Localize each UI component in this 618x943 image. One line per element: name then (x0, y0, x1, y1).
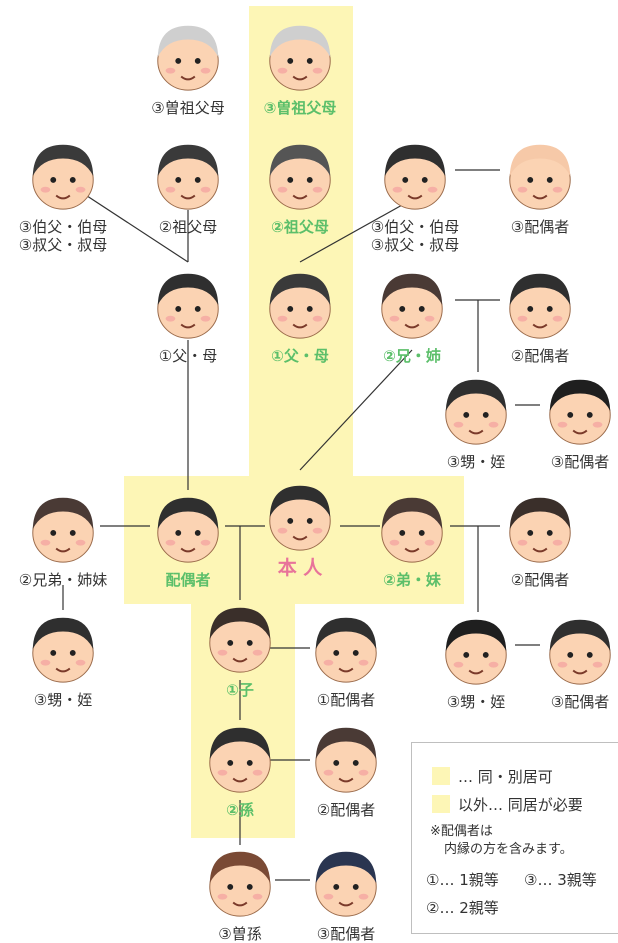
person-label: ③配偶者 (510, 218, 570, 236)
person-label: 配偶者 (165, 571, 211, 589)
person-face-icon (501, 490, 579, 568)
person-label: ①子 (226, 681, 254, 699)
node-great-grandparents-side: ③曽祖父母 (143, 18, 233, 117)
person-label: ③曽祖父母 (151, 99, 225, 117)
person-face-icon (261, 137, 339, 215)
legend-note-line1: ※配偶者は (430, 824, 493, 839)
person-label: ③甥・姪 (33, 691, 93, 709)
node-older-sibling-spouse: ②配偶者 (495, 266, 585, 365)
person-label: ②孫 (226, 801, 254, 819)
node-grandparents-side: ②祖父母 (143, 137, 233, 236)
person-label: ②祖父母 (158, 218, 218, 236)
legend-item-cohabitation-required: 以外… 同居が必要 (458, 796, 583, 814)
person-label: ①配偶者 (316, 691, 376, 709)
person-label: ①父・母 (271, 347, 329, 365)
legend-degree-1: ①… 1親等 (426, 871, 499, 889)
person-face-icon (501, 137, 579, 215)
legend-swatch-2 (432, 795, 450, 813)
person-label: ②祖父母 (271, 218, 329, 236)
node-grandparents-main: ②祖父母 (255, 137, 345, 236)
person-label: ②配偶者 (510, 571, 570, 589)
person-face-icon (437, 612, 515, 690)
node-self: 本 人 (255, 478, 345, 579)
person-face-icon (149, 490, 227, 568)
node-uncle-aunt-right-spouse: ③配偶者 (495, 137, 585, 236)
person-face-icon (307, 610, 385, 688)
legend-item-same-or-separate: … 同・別居可 (458, 768, 553, 786)
node-spouse-sibling: ②兄弟・姉妹 (18, 490, 108, 589)
node-niece-nephew-lower: ③甥・姪 (431, 612, 521, 711)
node-great-grandparents-main: ③曽祖父母 (255, 18, 345, 117)
legend-box: … 同・別居可 以外… 同居が必要 ※配偶者は 内縁の方を含みます。 ①… 1親… (411, 742, 618, 934)
person-face-icon (201, 720, 279, 798)
person-face-icon (261, 478, 339, 556)
person-face-icon (149, 266, 227, 344)
legend-note-line2: 内縁の方を含みます。 (444, 842, 573, 857)
node-great-grandchild-spouse: ③配偶者 (301, 844, 391, 943)
person-face-icon (201, 600, 279, 678)
node-parents-main: ①父・母 (255, 266, 345, 365)
person-face-icon (373, 266, 451, 344)
person-label: 本 人 (277, 557, 323, 579)
person-face-icon (149, 137, 227, 215)
node-child: ①子 (195, 600, 285, 699)
person-face-icon (261, 18, 339, 96)
person-label: ②配偶者 (316, 801, 376, 819)
person-label: ①父・母 (158, 347, 218, 365)
node-niece-nephew-upper-spouse: ③配偶者 (535, 372, 618, 471)
person-face-icon (373, 490, 451, 568)
person-face-icon (376, 137, 454, 215)
node-grandchild: ②孫 (195, 720, 285, 819)
person-label: ③甥・姪 (446, 453, 506, 471)
node-younger-sibling-spouse: ②配偶者 (495, 490, 585, 589)
node-younger-sibling: ②弟・妹 (367, 490, 457, 589)
node-spouse: 配偶者 (143, 490, 233, 589)
node-older-sibling: ②兄・姉 (367, 266, 457, 365)
person-label: ②配偶者 (510, 347, 570, 365)
node-niece-nephew-upper: ③甥・姪 (431, 372, 521, 471)
person-face-icon (437, 372, 515, 450)
node-great-grandchild: ③曽孫 (195, 844, 285, 943)
node-niece-nephew-lower-spouse: ③配偶者 (535, 612, 618, 711)
person-face-icon (24, 610, 102, 688)
legend-degree-3: ③… 3親等 (524, 871, 597, 889)
legend-degree-2: ②… 2親等 (426, 899, 499, 917)
node-grandchild-spouse: ②配偶者 (301, 720, 391, 819)
person-face-icon (541, 612, 618, 690)
person-face-icon (201, 844, 279, 922)
person-face-icon (149, 18, 227, 96)
person-label: ②兄・姉 (383, 347, 441, 365)
person-face-icon (24, 490, 102, 568)
person-face-icon (24, 137, 102, 215)
person-label: ③甥・姪 (446, 693, 506, 711)
person-face-icon (307, 844, 385, 922)
person-label: ②弟・妹 (383, 571, 441, 589)
person-label: ③曽祖父母 (263, 99, 337, 117)
person-label: ②兄弟・姉妹 (18, 571, 108, 589)
node-parents-side: ①父・母 (143, 266, 233, 365)
person-label: ③配偶者 (550, 453, 610, 471)
person-face-icon (501, 266, 579, 344)
person-label: ③配偶者 (316, 925, 376, 943)
node-spouse-sibling-child: ③甥・姪 (18, 610, 108, 709)
legend-swatch-1 (432, 767, 450, 785)
person-face-icon (541, 372, 618, 450)
person-face-icon (307, 720, 385, 798)
node-child-spouse: ①配偶者 (301, 610, 391, 709)
person-label: ③曽孫 (218, 925, 262, 943)
person-face-icon (261, 266, 339, 344)
person-label: ③配偶者 (550, 693, 610, 711)
